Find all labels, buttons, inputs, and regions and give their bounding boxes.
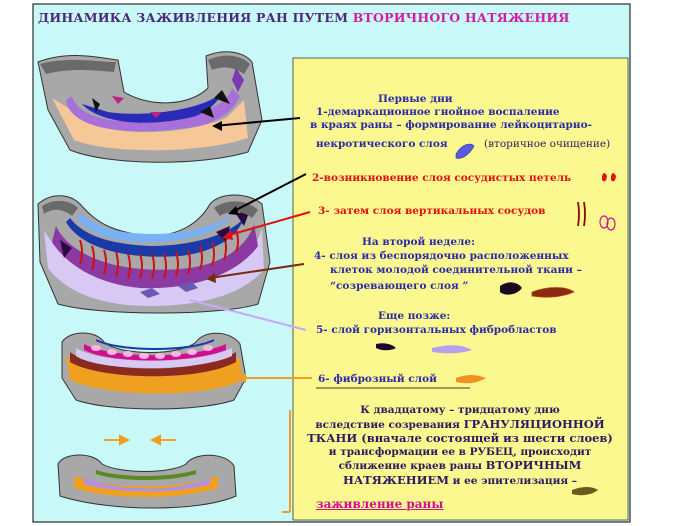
title-part-1: ДИНАМИКА ЗАЖИВЛЕНИЯ РАН ПУТЕМ bbox=[38, 10, 348, 25]
later-heading: Еще позже: bbox=[378, 310, 450, 323]
layer1-line3: некротического слоя bbox=[316, 138, 448, 151]
final-line-2: вследствие созревания ГРАНУЛЯЦИОННОЙ bbox=[300, 418, 620, 433]
final-line-5b: ВТОРИЧНЫМ bbox=[486, 458, 582, 472]
first-days-heading: Первые дни bbox=[378, 93, 453, 106]
final-line-3: ТКАНИ (вначале состоящей из шести слоев) bbox=[300, 432, 620, 446]
layer1-line1: 1-демаркационное гнойное воспаление bbox=[316, 106, 560, 119]
final-line-1: К двадцатому – тридцатому дню bbox=[300, 404, 620, 418]
final-line-6b: и ее эпителизация – bbox=[453, 475, 577, 487]
layer4-line1: 4- слоя из беспорядочно расположенных bbox=[314, 250, 569, 263]
final-line-5: сближение краев раны ВТОРИЧНЫМ bbox=[300, 459, 620, 474]
final-line-4: и трансформации ее в РУБЕЦ, происходит bbox=[300, 446, 620, 460]
title-part-2: ВТОРИЧНОГО НАТЯЖЕНИЯ bbox=[353, 10, 570, 25]
final-line-2a: вследствие созревания bbox=[315, 419, 460, 431]
slide-title: ДИНАМИКА ЗАЖИВЛЕНИЯ РАН ПУТЕМ ВТОРИЧНОГО… bbox=[38, 10, 570, 25]
layer5-text: 5- слой горизонтальных фибробластов bbox=[316, 324, 557, 337]
final-paragraph: К двадцатому – тридцатому дню вследствие… bbox=[300, 404, 620, 488]
layer2-text: 2-возникновение слоя сосудистых петель bbox=[312, 172, 571, 185]
layer4-line2: клеток молодой соединительной ткани – bbox=[330, 264, 582, 277]
final-conclusion: заживление раны bbox=[316, 497, 443, 511]
second-week-heading: На второй неделе: bbox=[362, 236, 475, 249]
layer3-text: 3- затем слоя вертикальных сосудов bbox=[318, 205, 545, 218]
final-line-6a: НАТЯЖЕНИЕМ bbox=[343, 473, 449, 487]
layer6-text: 6- фиброзный слой bbox=[318, 373, 437, 386]
layer4-line3: “созревающего слоя ” bbox=[330, 280, 468, 293]
final-line-2b: ГРАНУЛЯЦИОННОЙ bbox=[464, 417, 605, 431]
final-line-5a: сближение краев раны bbox=[339, 460, 482, 472]
layer1-line2: в краях раны – формирование лейкоцитарно… bbox=[310, 119, 592, 132]
layer1-note: (вторичное очищение) bbox=[484, 138, 610, 151]
final-line-6: НАТЯЖЕНИЕМ и ее эпителизация – bbox=[300, 474, 620, 489]
